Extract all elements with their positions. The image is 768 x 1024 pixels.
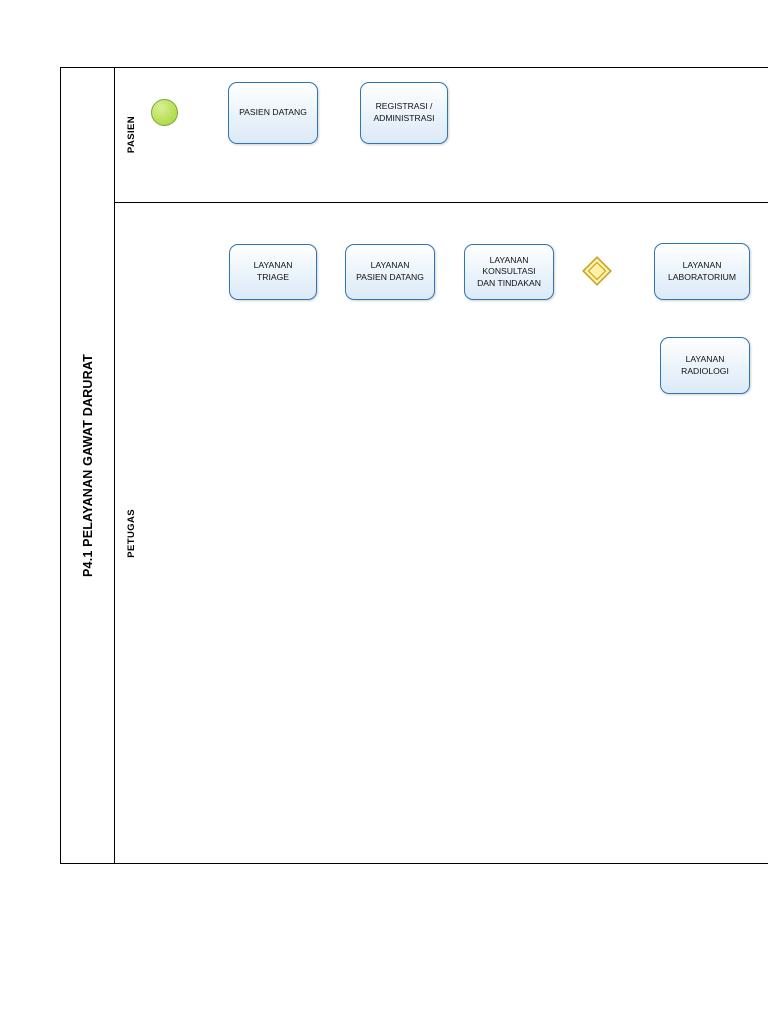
lane-pasien-title: PASIEN xyxy=(115,68,147,202)
pool-pelayanan-gawat-darurat: P4.1 PELAYANAN GAWAT DARURAT PASIEN PETU… xyxy=(60,67,768,864)
pool-title: P4.1 PELAYANAN GAWAT DARURAT xyxy=(61,68,115,863)
task-pasien-datang[interactable]: PASIEN DATANG xyxy=(228,82,318,144)
lane-pasien: PASIEN xyxy=(115,68,768,203)
lane-petugas: PETUGAS xyxy=(115,203,768,863)
lane-pasien-label: PASIEN xyxy=(125,116,137,154)
task-registrasi-administrasi[interactable]: REGISTRASI /ADMINISTRASI xyxy=(360,82,448,144)
start-event[interactable] xyxy=(151,99,178,126)
lane-petugas-title: PETUGAS xyxy=(115,203,147,863)
pool-title-label: P4.1 PELAYANAN GAWAT DARURAT xyxy=(80,354,95,577)
exclusive-gateway[interactable] xyxy=(582,256,612,286)
lane-petugas-label: PETUGAS xyxy=(125,508,137,558)
